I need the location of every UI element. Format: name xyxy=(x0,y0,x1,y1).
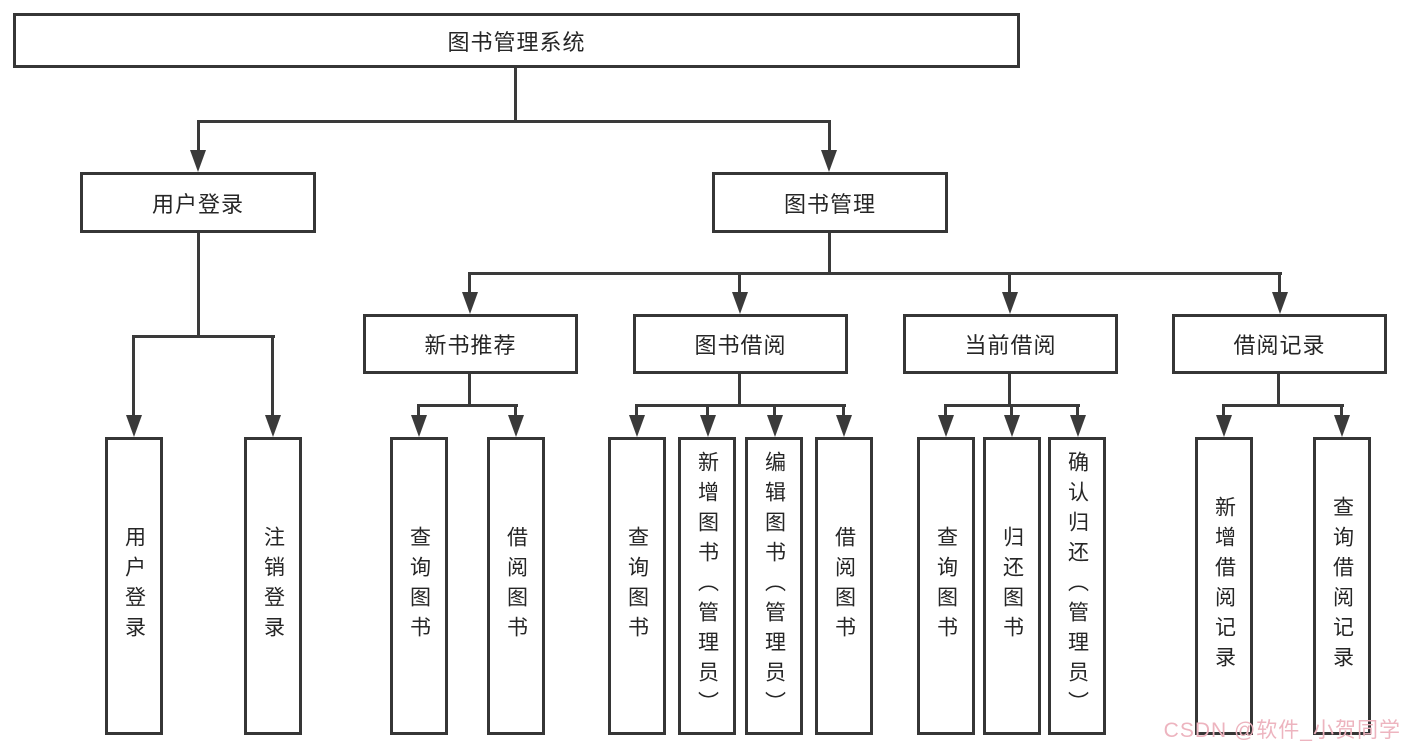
arrow-down-icon xyxy=(508,415,524,437)
connector-line xyxy=(1222,404,1225,419)
leaf-query-borrow-record-label: 查询借阅记录 xyxy=(1330,496,1354,676)
node-borrowing-records: 借阅记录 xyxy=(1172,314,1387,374)
connector-line xyxy=(635,404,846,407)
node-new-book-recommend-label: 新书推荐 xyxy=(424,333,517,358)
node-root: 图书管理系统 xyxy=(13,13,1020,68)
connector-line xyxy=(197,120,831,123)
connector-line xyxy=(132,335,275,338)
leaf-borrow-books-recommend: 借阅图书 xyxy=(487,437,545,735)
leaf-add-borrow-record-label: 新增借阅记录 xyxy=(1212,496,1236,676)
leaf-add-book-admin: 新增图书（管理员） xyxy=(678,437,736,735)
leaf-query-books-recommend-label: 查询图书 xyxy=(407,526,431,646)
connector-line xyxy=(1010,404,1013,419)
connector-line xyxy=(1340,404,1343,419)
connector-line xyxy=(944,404,947,419)
node-new-book-recommend: 新书推荐 xyxy=(363,314,578,374)
connector-line xyxy=(468,272,471,294)
connector-line xyxy=(1008,272,1011,294)
connector-line xyxy=(271,335,274,417)
connector-line xyxy=(132,335,135,417)
arrow-down-icon xyxy=(836,415,852,437)
node-root-label: 图书管理系统 xyxy=(447,29,586,55)
connector-line xyxy=(1008,374,1011,406)
arrow-down-icon xyxy=(732,292,748,314)
connector-line xyxy=(828,120,831,152)
node-current-borrowing: 当前借阅 xyxy=(903,314,1118,374)
arrow-down-icon xyxy=(1004,415,1020,437)
watermark: CSDN @软件_小贺同学 xyxy=(1163,719,1401,742)
node-book-management: 图书管理 xyxy=(712,172,948,233)
connector-line xyxy=(738,272,741,294)
node-book-borrowing-label: 图书借阅 xyxy=(694,333,787,358)
connector-line xyxy=(1076,404,1079,419)
arrow-down-icon xyxy=(1272,292,1288,314)
arrow-down-icon xyxy=(462,292,478,314)
arrow-down-icon xyxy=(700,415,716,437)
leaf-user-login: 用户登录 xyxy=(105,437,163,735)
leaf-return-books-label: 归还图书 xyxy=(1000,526,1024,646)
connector-line xyxy=(828,233,831,274)
leaf-logout-label: 注销登录 xyxy=(261,526,285,646)
node-book-management-label: 图书管理 xyxy=(783,191,876,217)
leaf-query-books-borrowing-label: 查询图书 xyxy=(625,526,649,646)
leaf-query-books-current: 查询图书 xyxy=(917,437,975,735)
arrow-down-icon xyxy=(1002,292,1018,314)
arrow-down-icon xyxy=(411,415,427,437)
connector-line xyxy=(1277,374,1280,406)
node-current-borrowing-label: 当前借阅 xyxy=(964,333,1057,358)
connector-line xyxy=(197,120,200,152)
node-borrowing-records-label: 借阅记录 xyxy=(1233,333,1326,358)
arrow-down-icon xyxy=(265,415,281,437)
leaf-borrow-books-borrowing-label: 借阅图书 xyxy=(832,526,856,646)
connector-line xyxy=(738,374,741,406)
leaf-add-borrow-record: 新增借阅记录 xyxy=(1195,437,1253,735)
connector-line xyxy=(1278,272,1281,294)
leaf-user-login-label: 用户登录 xyxy=(122,526,146,646)
arrow-down-icon xyxy=(126,415,142,437)
arrow-down-icon xyxy=(938,415,954,437)
connector-line xyxy=(773,404,776,419)
leaf-return-books: 归还图书 xyxy=(983,437,1041,735)
arrow-down-icon xyxy=(1216,415,1232,437)
node-user-login: 用户登录 xyxy=(80,172,316,233)
connector-line xyxy=(197,233,200,337)
connector-line xyxy=(469,272,1282,275)
arrow-down-icon xyxy=(821,150,837,172)
node-book-borrowing: 图书借阅 xyxy=(633,314,848,374)
connector-line xyxy=(706,404,709,419)
connector-line xyxy=(514,404,517,419)
connector-line xyxy=(1222,404,1344,407)
leaf-query-borrow-record: 查询借阅记录 xyxy=(1313,437,1371,735)
node-user-login-label: 用户登录 xyxy=(151,191,244,217)
arrow-down-icon xyxy=(190,150,206,172)
connector-line xyxy=(468,374,471,406)
connector-line xyxy=(417,404,420,419)
connector-line xyxy=(842,404,845,419)
connector-line xyxy=(635,404,638,419)
leaf-confirm-return-admin: 确认归还（管理员） xyxy=(1048,437,1106,735)
leaf-borrow-books-recommend-label: 借阅图书 xyxy=(504,526,528,646)
leaf-query-books-current-label: 查询图书 xyxy=(934,526,958,646)
connector-line xyxy=(417,404,518,407)
leaf-query-books-borrowing: 查询图书 xyxy=(608,437,666,735)
leaf-edit-book-admin: 编辑图书（管理员） xyxy=(745,437,803,735)
connector-line xyxy=(514,68,517,121)
arrow-down-icon xyxy=(1334,415,1350,437)
leaf-borrow-books-borrowing: 借阅图书 xyxy=(815,437,873,735)
arrow-down-icon xyxy=(1070,415,1086,437)
arrow-down-icon xyxy=(629,415,645,437)
leaf-edit-book-admin-label: 编辑图书（管理员） xyxy=(762,451,786,721)
leaf-query-books-recommend: 查询图书 xyxy=(390,437,448,735)
arrow-down-icon xyxy=(767,415,783,437)
leaf-logout: 注销登录 xyxy=(244,437,302,735)
leaf-add-book-admin-label: 新增图书（管理员） xyxy=(695,451,719,721)
leaf-confirm-return-admin-label: 确认归还（管理员） xyxy=(1065,451,1089,721)
